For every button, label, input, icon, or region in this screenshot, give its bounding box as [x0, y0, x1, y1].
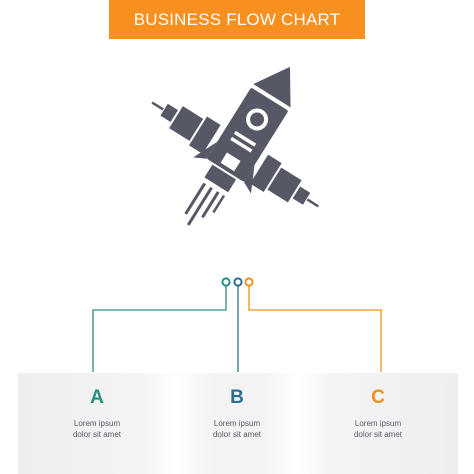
step-text-line: dolor sit amet: [212, 430, 262, 439]
connector-dot-b: [233, 277, 243, 287]
page-title: BUSINESS FLOW CHART: [133, 9, 341, 29]
step-card-a: A Lorem ipsum dolor sit amet: [18, 373, 176, 474]
card-background: [176, 373, 298, 474]
space-ship-icon: [151, 66, 319, 226]
connector-dot-a: [221, 277, 231, 287]
connector-line-a: [92, 286, 227, 372]
card-background: [298, 373, 458, 474]
card-background: [18, 373, 176, 474]
step-text-a: Lorem ipsum dolor sit amet: [18, 418, 176, 440]
step-text-line: dolor sit amet: [353, 430, 403, 439]
step-text-line: Lorem ipsum: [354, 419, 402, 428]
step-letter-a: A: [90, 387, 104, 408]
title-banner: BUSINESS FLOW CHART: [109, 0, 365, 39]
step-card-c: C Lorem ipsum dolor sit amet: [298, 373, 458, 474]
step-text-c: Lorem ipsum dolor sit amet: [298, 418, 458, 440]
step-text-line: Lorem ipsum: [73, 419, 121, 428]
step-letter-c: C: [371, 387, 385, 408]
step-text-line: Lorem ipsum: [213, 419, 261, 428]
connector-line-c: [248, 286, 382, 372]
step-card-b: B Lorem ipsum dolor sit amet: [176, 373, 298, 474]
step-text-line: dolor sit amet: [72, 430, 122, 439]
connector-dot-c: [244, 277, 254, 287]
step-text-b: Lorem ipsum dolor sit amet: [176, 418, 298, 440]
step-letter-b: B: [230, 387, 244, 408]
